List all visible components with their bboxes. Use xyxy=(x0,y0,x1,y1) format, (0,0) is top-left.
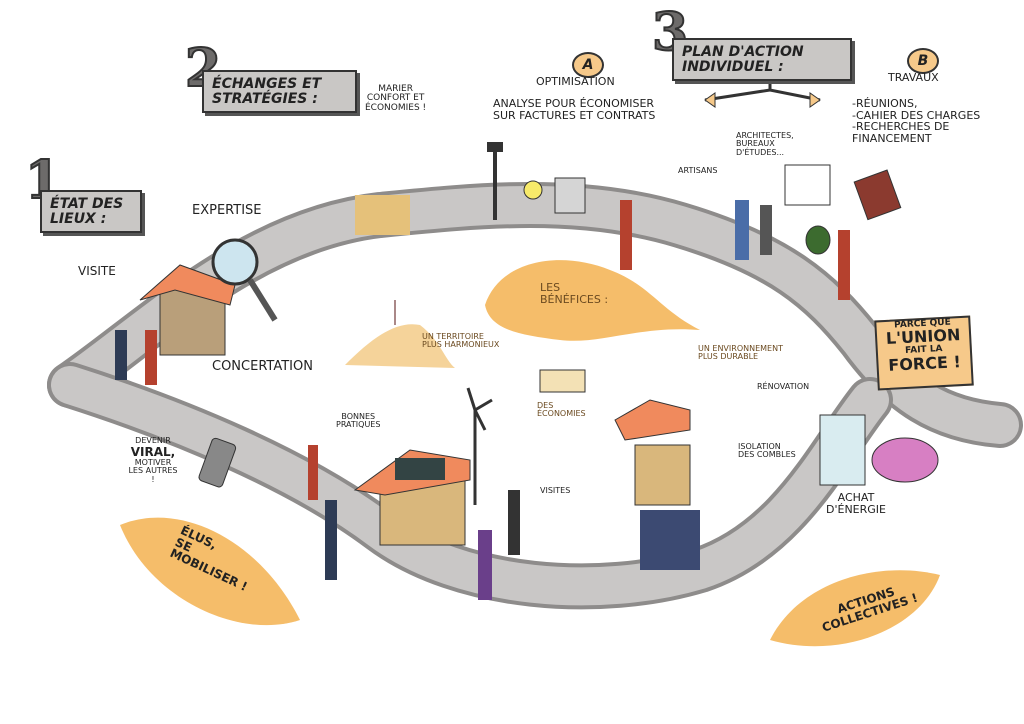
magnifier-icon xyxy=(211,238,259,286)
energy-papers-icon xyxy=(819,414,866,486)
badge-a: A xyxy=(572,52,604,78)
option-b-text: -Réunions, -Cahier des charges -Recherch… xyxy=(852,97,981,145)
money-bag-icon xyxy=(805,225,831,255)
house-solar-icon xyxy=(353,449,471,546)
label-visites: Visites xyxy=(540,486,571,495)
house-renovation-icon xyxy=(614,399,691,506)
piggy-bank-icon xyxy=(871,437,939,483)
benefices-title: Les bénéfices : xyxy=(540,281,609,306)
double-arrow-icon xyxy=(704,80,821,102)
viral-line-3: motiver les autres ! xyxy=(128,458,178,484)
label-achat-energie: Achat d'énergie xyxy=(826,491,886,516)
benefit-territoire: Un territoire plus harmonieux xyxy=(422,332,500,350)
label-concertation: Concertation xyxy=(212,359,313,374)
leaf-elus xyxy=(120,517,300,626)
union-sign: Parce que L'union fait la Force ! xyxy=(874,315,974,391)
road xyxy=(47,182,1023,610)
benefit-environnement: Un environnement plus durable xyxy=(698,344,783,362)
wind-turbine-icon xyxy=(466,387,493,505)
step-1-banner: État des lieux : xyxy=(40,190,142,234)
viral-note: Devenir Viral, motiver les autres ! xyxy=(128,436,178,484)
benefit-economies: Des économies xyxy=(537,401,586,419)
street-lamp-icon xyxy=(487,142,503,220)
step-3-banner: Plan d'action individuel : xyxy=(672,38,852,82)
step-2-banner: Échanges et stratégies : xyxy=(202,70,357,114)
label-artisans: Artisans xyxy=(678,166,718,175)
label-isolation: Isolation des combles xyxy=(738,442,796,460)
lightbulb-icon xyxy=(523,180,543,200)
benefices-blob xyxy=(485,260,700,341)
money-stack-icon xyxy=(539,369,586,393)
badge-b: B xyxy=(907,48,939,74)
option-b-title: Travaux xyxy=(888,71,939,84)
label-architectes: Architectes, bureaux d'études... xyxy=(736,131,794,157)
union-line-4: Force ! xyxy=(887,351,962,375)
territory-mound-icon xyxy=(345,324,455,368)
radiator-icon xyxy=(554,177,586,214)
label-expertise: Expertise xyxy=(192,203,262,218)
option-a-title: Optimisation xyxy=(536,75,615,88)
viral-line-1: Devenir xyxy=(135,436,171,445)
option-a-text: Analyse pour économiser sur factures et … xyxy=(493,97,656,122)
plan-board-icon xyxy=(784,164,831,206)
note-marier-confort: Marier confort et économies ! xyxy=(365,84,427,113)
label-bonnes-pratiques: Bonnes pratiques xyxy=(336,412,381,430)
leaf-actions xyxy=(770,570,940,647)
people xyxy=(115,195,850,600)
viral-line-2: Viral, xyxy=(130,445,176,459)
book-icon xyxy=(853,169,902,221)
smartphone-icon xyxy=(198,437,237,488)
label-renovation: Rénovation xyxy=(757,382,810,391)
label-visite: Visite xyxy=(78,264,116,278)
house-expertise-icon xyxy=(139,264,236,356)
